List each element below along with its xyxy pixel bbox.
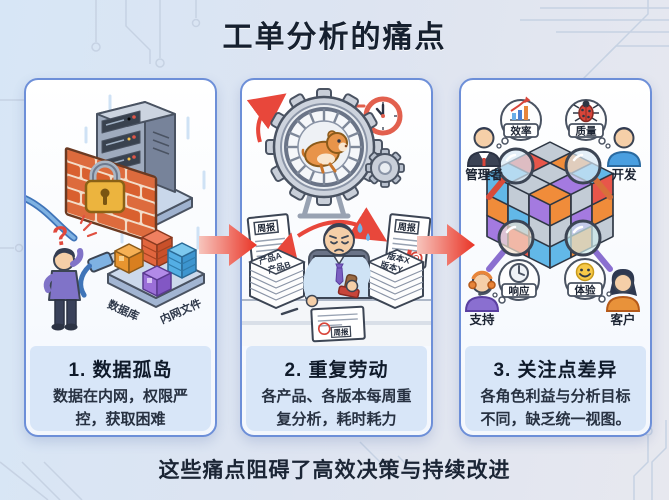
doc-label: 周报 [397,220,416,233]
desk-doc-label: 周报 [333,326,349,337]
thought-bubble-quality: 质量 [565,99,611,149]
magnifier-icon-bottom-right [564,219,613,272]
manager-icon [466,127,502,167]
developer-icon [606,127,642,167]
magnifier-icon-bottom-left [486,219,535,272]
magnifier-icon-top-left [486,147,535,200]
focus-difference-illustration: 管理者 开发 支持 [464,96,642,327]
focus-label-experience: 体验 [575,284,596,297]
caption-data-silo: 1. 数据孤岛 数据在内网，权限严控，获取困难 [30,346,211,431]
role-label-support: 支持 [468,312,495,327]
data-silo-illustration: 数据库 内网文件 ? [26,94,206,331]
panel-data-silo: 数据库 内网文件 ? 1. 数据孤岛 数据在内网，权限严控，获取困难 [24,78,217,437]
pen-icon [280,307,299,316]
support-icon [464,270,500,312]
magnifier-icon-top-right [564,147,613,200]
panel-heading: 3. 关注点差异 [493,360,618,381]
panel-heading: 1. 数据孤岛 [68,360,173,381]
broken-cable-icon [26,195,119,298]
panel-focus-difference: 管理者 开发 支持 [459,78,652,437]
smiley-icon [575,262,595,282]
role-label-customer: 客户 [609,312,635,327]
caption-focus-difference: 3. 关注点差异 各角色利益与分析目标不同，缺乏统一视图。 [465,346,646,431]
spark-lines [79,214,98,238]
data-rain-lines [84,94,206,250]
paper-stack-right: 版本X 版本Y [367,249,425,309]
caption-repetitive-work: 2. 重复劳动 各产品、各版本每周重复分析，耗时耗力 [246,346,427,431]
cycle-motion-arrow [246,93,287,143]
panel-heading: 2. 重复劳动 [284,360,389,381]
panel-repetitive-work: 周报 周报 [240,78,433,437]
panel-description: 各产品、各版本每周重复分析，耗时耗力 [261,388,412,428]
worker-arms [280,257,371,316]
response-clock-icon [509,263,529,283]
paper-stack-left: 产品A 产品B [248,249,306,309]
confused-person-icon: ? [43,220,84,331]
focus-label-quality: 质量 [576,125,597,138]
plug-icon [78,251,119,298]
footer-conclusion: 这些痛点阻碍了高效决策与持续改进 [158,459,511,482]
thought-bubble-response: 响应 [492,259,540,304]
bug-icon [573,100,599,123]
panel-description: 各角色利益与分析目标不同，缺乏统一视图。 [480,388,631,428]
stamped-document: 周报 [310,305,366,343]
flow-arrow-2 [417,224,475,266]
customer-icon [605,269,641,312]
doc-label: 周报 [257,221,276,234]
question-mark: ? [50,220,71,252]
data-cubes-icon [114,229,197,297]
hamster-icon [301,130,348,174]
role-label-developer: 开发 [611,167,637,182]
hamster-wheel-illustration: 周报 周报 [242,88,431,346]
role-label-manager: 管理者 [465,167,503,182]
firewall-icon [64,147,158,245]
panel-description: 数据在内网，权限严控，获取困难 [52,388,188,428]
focus-label-efficiency: 效率 [511,125,532,138]
small-gear-icon [365,148,405,188]
padlock-icon [84,160,126,214]
sweat-drops [357,223,370,241]
flow-arrow-1 [199,224,257,266]
page-title: 工单分析的痛点 [222,21,447,54]
focus-label-response: 响应 [509,285,530,298]
thought-bubble-efficiency: 效率 [496,96,542,149]
thought-bubble-experience: 体验 [564,258,612,303]
bar-chart-icon [510,96,531,121]
platform-label-database: 数据库 [105,297,141,323]
